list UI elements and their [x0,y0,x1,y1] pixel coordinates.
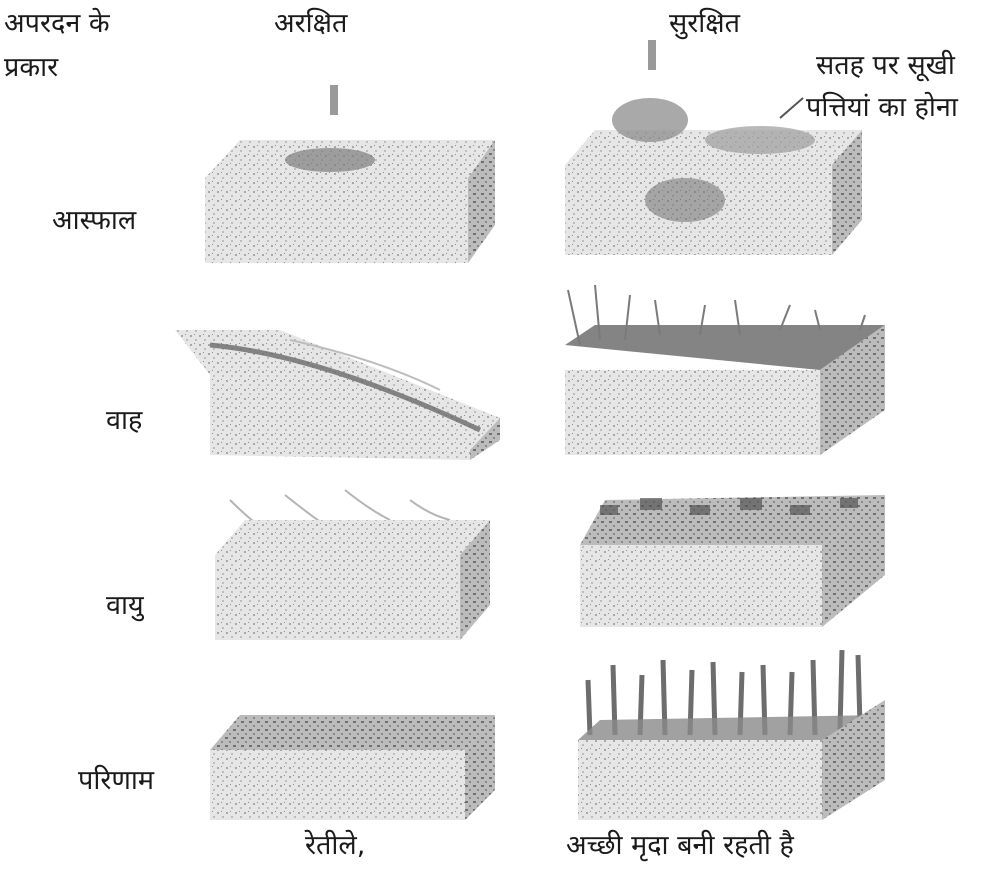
wind-protected-soil-block [580,495,885,627]
flow-protected-soil-block [565,285,885,455]
splash-unprotected-soil-block [205,85,495,263]
wind-unprotected-soil-block [215,490,490,640]
result-unprotected-soil-block [210,715,495,820]
flow-unprotected-soil-block [175,330,500,460]
splash-protected-soil-block [565,40,862,255]
result-protected-soil-block [578,650,885,820]
